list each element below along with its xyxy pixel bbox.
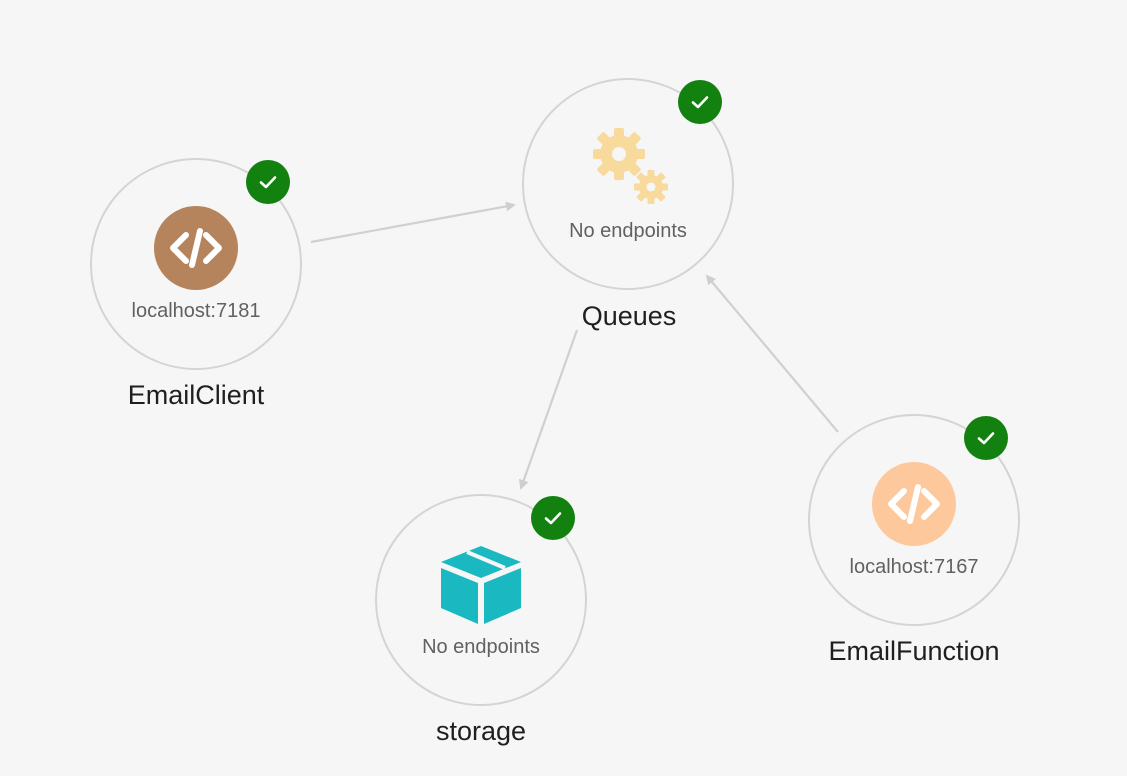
node-queues[interactable]: No endpoints bbox=[522, 78, 734, 290]
checkmark-icon bbox=[259, 176, 277, 189]
node-emailclient[interactable]: localhost:7181 bbox=[90, 158, 302, 370]
edge-queues-to-storage bbox=[518, 329, 579, 490]
node-label-queues[interactable]: Queues bbox=[581, 301, 677, 331]
status-running-badge bbox=[531, 496, 575, 540]
endpoint-text: No endpoints bbox=[422, 636, 540, 658]
node-label-emailclient[interactable]: EmailClient bbox=[127, 380, 265, 410]
box-icon bbox=[437, 540, 525, 628]
node-label-storage[interactable]: storage bbox=[435, 716, 527, 746]
status-running-badge bbox=[246, 160, 290, 204]
code-icon bbox=[870, 460, 958, 548]
node-label-emailfunction[interactable]: EmailFunction bbox=[828, 636, 1000, 666]
edge-emailclient-to-queues bbox=[310, 201, 516, 244]
node-storage[interactable]: No endpoints bbox=[375, 494, 587, 706]
code-icon bbox=[152, 204, 240, 292]
status-running-badge bbox=[678, 80, 722, 124]
endpoint-text: localhost:7181 bbox=[131, 300, 261, 322]
status-running-badge bbox=[964, 416, 1008, 460]
gears-icon bbox=[584, 124, 672, 212]
checkmark-icon bbox=[977, 432, 995, 445]
edge-emailfunction-to-queues bbox=[705, 274, 839, 433]
checkmark-icon bbox=[691, 96, 709, 109]
checkmark-icon bbox=[544, 512, 562, 525]
endpoint-text: No endpoints bbox=[569, 220, 687, 242]
node-emailfunction[interactable]: localhost:7167 bbox=[808, 414, 1020, 626]
endpoint-text: localhost:7167 bbox=[849, 556, 979, 578]
